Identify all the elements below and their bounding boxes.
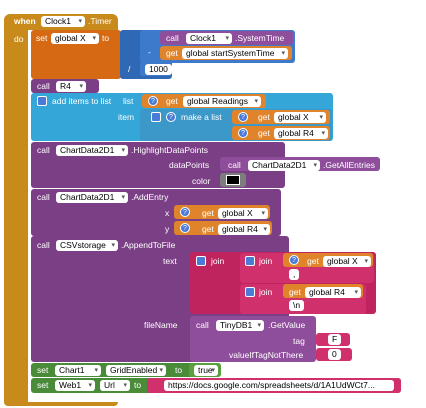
systemtime-method: .SystemTime [235,33,285,43]
get-all-entries-component-dropdown[interactable]: ChartData2D1 [248,160,320,171]
add-entry-call-label: call [37,192,50,202]
set-label: set [36,33,48,43]
default-socket-label: valueIfTagNotThere [229,350,304,360]
add-entry-component-dropdown[interactable]: ChartData2D1 [56,192,128,203]
make-list-gear-icon[interactable] [151,112,161,122]
inner-join-x-gear-icon[interactable] [245,256,255,266]
true-value-dropdown[interactable]: true [194,365,218,376]
append-method: .AppendToFile [121,240,176,250]
highlight-method: .HighlightDataPoints [131,145,209,155]
outer-join-gear-icon[interactable] [196,256,206,266]
get-all-entries-method: .GetAllEntries [323,160,375,170]
x-socket-label: x [165,208,170,218]
call-label: call [166,33,179,43]
do-label: do [14,34,24,44]
add-entry-method: .AddEntry [131,192,169,202]
filename-socket-label: fileName [144,320,178,330]
divisor-value[interactable]: 1000 [145,64,172,75]
add-entry-x-help-icon[interactable]: ? [180,207,190,217]
get-readings-label: get [166,96,178,106]
mutator-gear-icon[interactable] [37,96,47,106]
web-component-dropdown[interactable]: Web1 [55,380,95,391]
color-label: color [192,176,211,186]
highlight-call-label: call [37,145,50,155]
procedure-dropdown[interactable]: R4 [56,81,86,92]
text-socket-label: text [163,256,177,266]
item1-help-icon[interactable]: ? [238,112,248,122]
get-x-label: get [258,112,270,122]
add-items-label: add items to list [52,96,112,106]
timer-event-name: .Timer [88,16,112,26]
add-entry-y-var-dropdown[interactable]: global R4 [218,224,270,235]
make-a-list-label: make a list [181,112,222,122]
help-icon[interactable]: ? [148,96,158,106]
newline-value[interactable]: \n [289,300,305,311]
call-r4-label: call [37,81,50,91]
color-swatch[interactable] [226,175,240,185]
separator-value[interactable]: , [289,269,300,280]
url-property-dropdown[interactable]: Url [100,380,130,391]
grid-property-dropdown[interactable]: GridEnabled [106,365,166,376]
when-label: when [14,16,36,26]
y-socket-label: y [165,224,170,234]
outer-join-label: join [211,256,225,266]
set-grid-to-label: to [175,365,183,375]
list-socket-label: list [123,96,134,106]
to-label: to [102,33,110,43]
set-url-to-label: to [134,380,142,390]
inner-join-r4-label: join [259,287,273,297]
add-entry-y-help-icon[interactable]: ? [180,223,190,233]
get-label: get [166,48,178,58]
minus-operator: - [148,47,151,57]
inner-join-r4-gear-icon[interactable] [245,287,255,297]
systemtime-component-dropdown[interactable]: Clock1 [186,33,232,44]
inner-join-x-label: join [259,256,273,266]
getvalue-component-dropdown[interactable]: TinyDB1 [216,320,264,331]
join-x-help-icon[interactable]: ? [289,255,299,265]
divide-operator: / [128,64,131,74]
get-r4-label: get [258,128,270,138]
getvalue-call-label: call [196,320,209,330]
item2-var-dropdown[interactable]: global R4 [274,128,328,139]
join-get-x-label: get [307,256,319,266]
highlight-component-dropdown[interactable]: ChartData2D1 [56,145,128,156]
append-component-dropdown[interactable]: CSVstorage [56,240,118,251]
add-entry-x-var-dropdown[interactable]: global X [218,208,268,219]
append-call-label: call [37,240,50,250]
item2-help-icon[interactable]: ? [238,128,248,138]
join-get-r4-label: get [289,287,301,297]
join-r4-var-dropdown[interactable]: global R4 [305,287,361,298]
start-time-var-dropdown[interactable]: global startSystemTime [182,48,288,59]
timer-component-dropdown[interactable]: Clock1 [41,16,85,27]
readings-var-dropdown[interactable]: global Readings [183,96,261,107]
join-x-var-dropdown[interactable]: global X [323,256,371,267]
add-entry-get-y-label: get [202,224,214,234]
grid-component-dropdown[interactable]: Chart1 [55,365,101,376]
set-var-dropdown[interactable]: global X [51,33,99,44]
make-list-help-icon[interactable]: ? [166,112,176,122]
item-socket-label: item [118,112,135,122]
tag-socket-label: tag [293,336,305,346]
set-grid-label: set [37,365,49,375]
tag-value[interactable]: F [328,334,342,345]
get-all-entries-call-label: call [228,160,241,170]
datapoints-label: dataPoints [169,160,210,170]
url-value[interactable]: https://docs.google.com/spreadsheets/d/1… [164,380,394,391]
add-entry-get-x-label: get [202,208,214,218]
getvalue-method: .GetValue [268,320,306,330]
default-value[interactable]: 0 [328,349,341,360]
set-url-label: set [37,380,49,390]
item1-var-dropdown[interactable]: global X [274,112,326,123]
